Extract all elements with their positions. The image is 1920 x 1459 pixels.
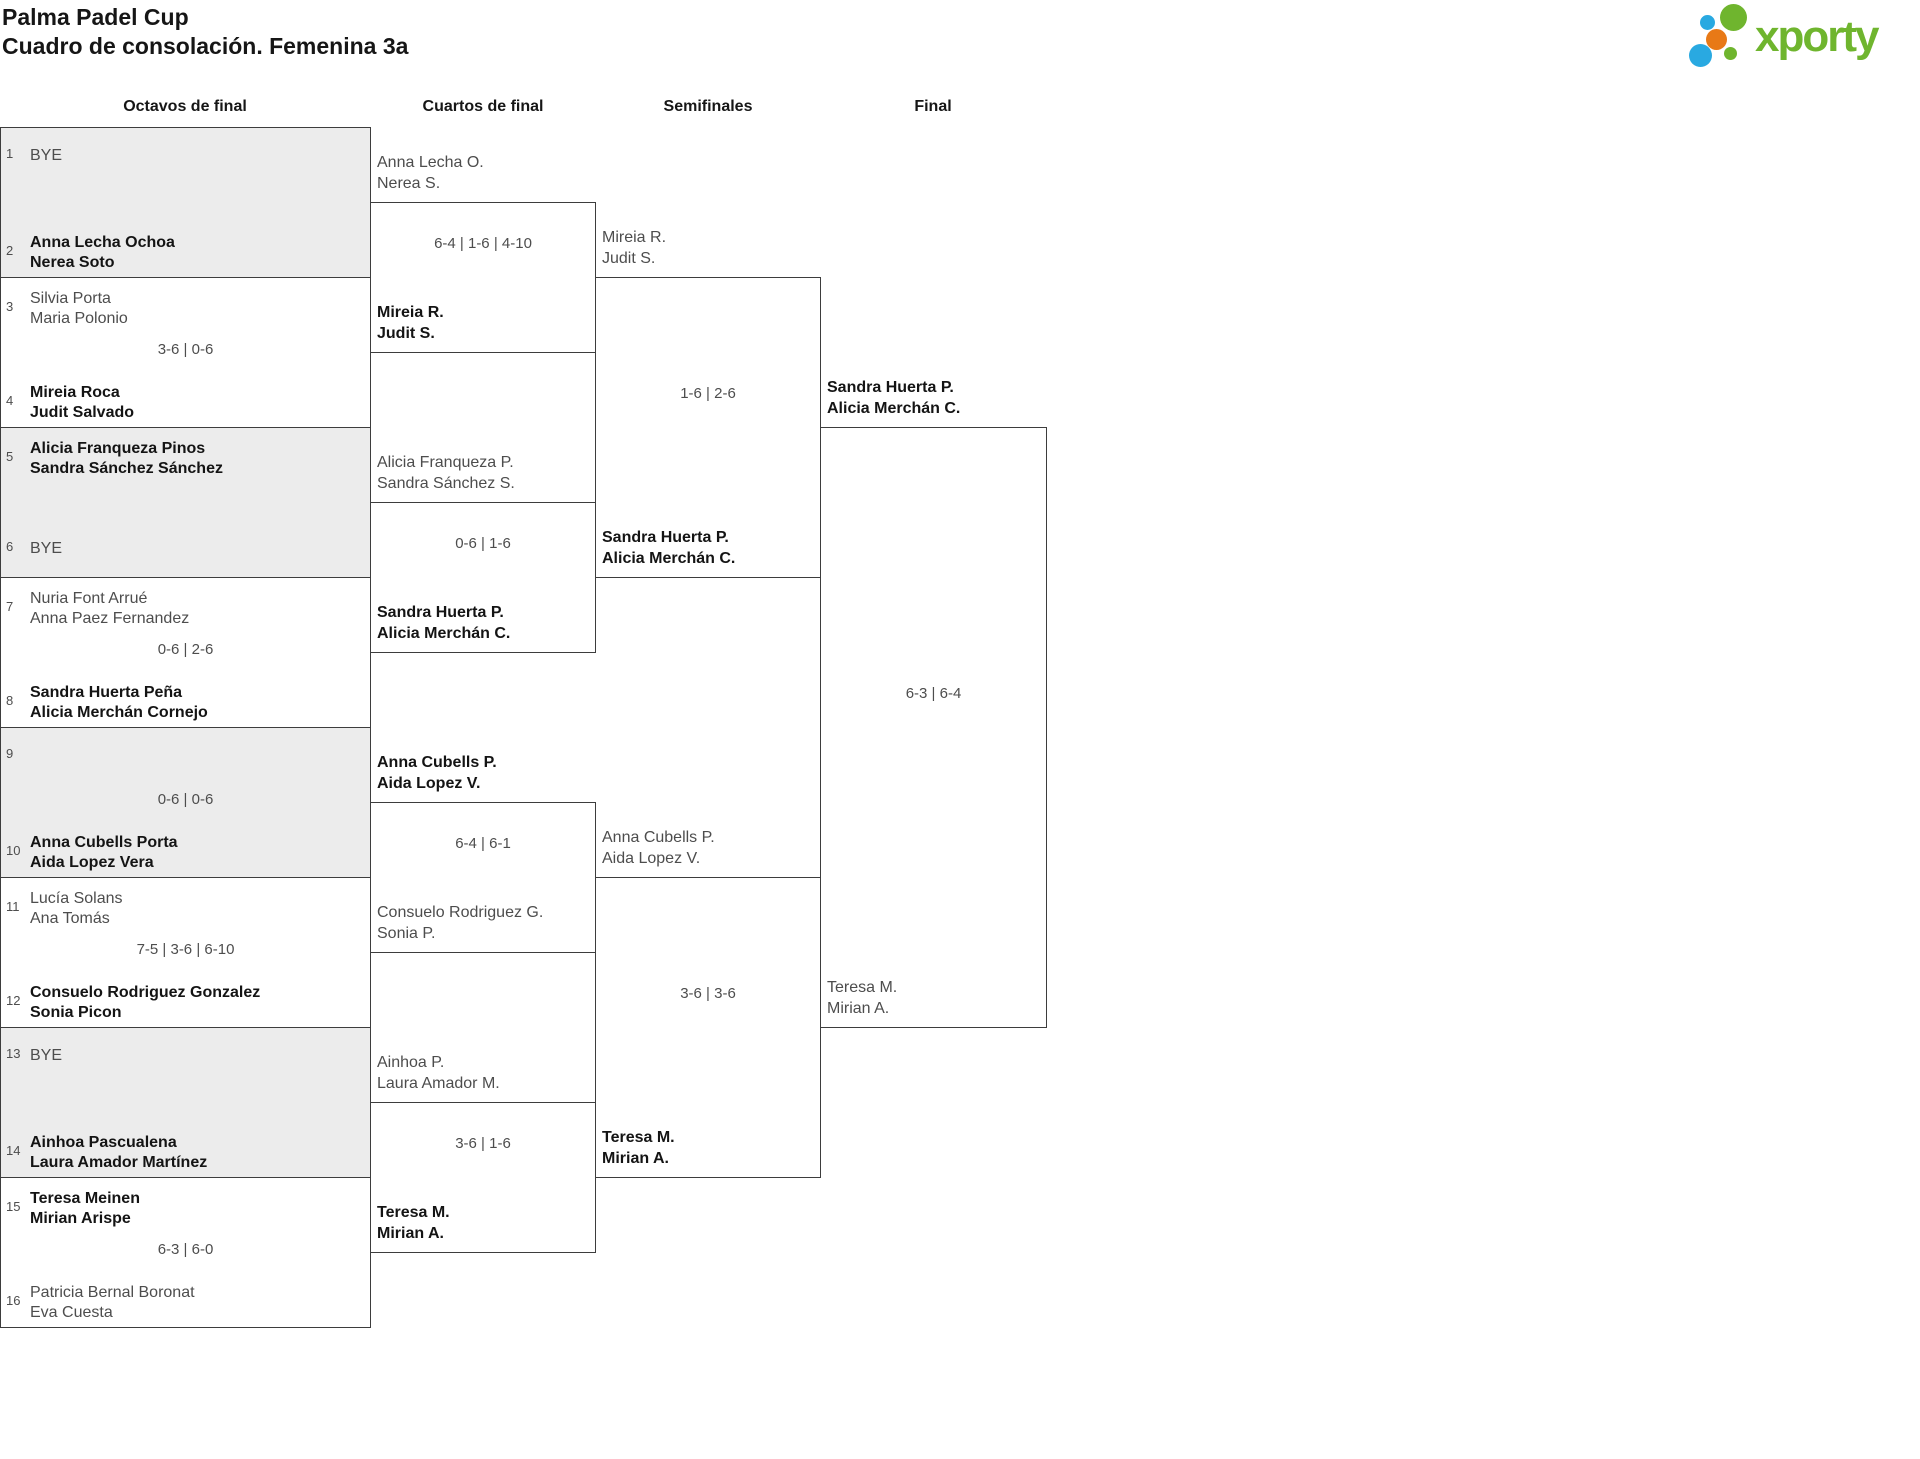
round-header-final: Final: [914, 98, 952, 115]
team-name: Anna Lecha Ochoa Nerea Soto: [30, 234, 175, 271]
seed-number: 4: [6, 393, 14, 408]
team-name: Ainhoa P. Laura Amador M.: [377, 1054, 500, 1092]
match-box-qf-1: [370, 202, 596, 353]
match-box-final: [820, 427, 1047, 1028]
match-box-r16-7: [0, 1027, 371, 1178]
team-name: Mireia Roca Judit Salvado: [30, 384, 135, 421]
team-name: BYE: [30, 540, 63, 557]
match-box-r16-8: [0, 1177, 371, 1328]
page-title: Palma Padel Cup Cuadro de consolación. F…: [2, 3, 408, 61]
seed-number: 8: [6, 693, 14, 708]
match-score: 0-6 | 1-6: [455, 535, 511, 552]
seed-number: 2: [6, 243, 14, 258]
match-score: 6-3 | 6-4: [905, 685, 962, 702]
seed-number: 1: [6, 146, 14, 161]
team-name: Sandra Huerta P. Alicia Merchán C.: [377, 604, 511, 642]
match-box-qf-2: [370, 502, 596, 653]
team-name: Nuria Font Arrué Anna Paez Fernandez: [30, 590, 190, 627]
round-header-semifinales: Semifinales: [663, 98, 753, 115]
round-header-octavos: Octavos de final: [123, 98, 247, 115]
team-name: Anna Lecha O. Nerea S.: [377, 154, 484, 192]
team-name: Anna Cubells P. Aida Lopez V.: [602, 829, 715, 867]
draw-subtitle: Cuadro de consolación. Femenina 3a: [2, 33, 409, 59]
logo-dot-blue-large: [1689, 44, 1712, 67]
seed-number: 7: [6, 599, 14, 614]
seed-number: 3: [6, 299, 14, 314]
team-name: Teresa M. Mirian A.: [377, 1204, 450, 1242]
match-score: 7-5 | 3-6 | 6-10: [136, 941, 235, 958]
seed-number: 16: [6, 1293, 21, 1308]
team-name: BYE: [30, 147, 63, 164]
seed-number: 9: [6, 746, 14, 761]
match-score: 0-6 | 2-6: [157, 641, 214, 658]
seed-number: 15: [6, 1199, 21, 1214]
team-name: Sandra Huerta P. Alicia Merchán C.: [602, 529, 736, 567]
match-box-r16-6: [0, 877, 371, 1028]
match-box-sf-2: [595, 877, 821, 1178]
match-score: 3-6 | 0-6: [157, 341, 214, 358]
seed-number: 13: [6, 1046, 21, 1061]
team-name: Mireia R. Judit S.: [377, 304, 444, 342]
team-name: Alicia Franqueza Pinos Sandra Sánchez Sá…: [30, 440, 223, 477]
team-name: Sandra Huerta Peña Alicia Merchán Cornej…: [30, 684, 208, 721]
seed-number: 10: [6, 843, 21, 858]
match-box-r16-5: [0, 727, 371, 878]
tournament-name: Palma Padel Cup: [2, 4, 189, 30]
team-name: Teresa M. Mirian A.: [827, 979, 898, 1017]
match-score: 6-4 | 1-6 | 4-10: [434, 235, 532, 252]
team-name: Consuelo Rodriguez Gonzalez Sonia Picon: [30, 984, 261, 1021]
seed-number: 12: [6, 993, 21, 1008]
team-name: Lucía Solans Ana Tomás: [30, 890, 123, 927]
match-score: 6-4 | 6-1: [455, 835, 511, 852]
team-name: Ainhoa Pascualena Laura Amador Martínez: [30, 1134, 208, 1171]
team-name: Consuelo Rodriguez G. Sonia P.: [377, 904, 544, 942]
match-score: 0-6 | 0-6: [157, 791, 214, 808]
match-score: 3-6 | 3-6: [680, 985, 736, 1002]
match-score: 6-3 | 6-0: [157, 1241, 214, 1258]
logo-dot-blue-small: [1700, 15, 1715, 30]
team-name: Anna Cubells Porta Aida Lopez Vera: [30, 834, 178, 871]
match-score: 1-6 | 2-6: [680, 385, 736, 402]
team-name: Alicia Franqueza P. Sandra Sánchez S.: [377, 454, 515, 492]
match-box-r16-2: [0, 277, 371, 428]
team-name: BYE: [30, 1047, 63, 1064]
team-name: Anna Cubells P. Aida Lopez V.: [377, 754, 497, 792]
team-name: Patricia Bernal Boronat Eva Cuesta: [30, 1284, 195, 1321]
logo-dot-green-large: [1720, 4, 1747, 31]
seed-number: 11: [6, 899, 20, 914]
team-name: Teresa Meinen Mirian Arispe: [30, 1190, 140, 1227]
match-box-r16-4: [0, 577, 371, 728]
team-name: Mireia R. Judit S.: [602, 229, 667, 267]
seed-number: 6: [6, 539, 14, 554]
seed-number: 14: [6, 1143, 21, 1158]
logo-dot-green-small: [1724, 47, 1737, 60]
logo-dot-orange: [1706, 29, 1727, 50]
match-score: 3-6 | 1-6: [455, 1135, 511, 1152]
seed-number: 5: [6, 449, 14, 464]
team-name: Silvia Porta Maria Polonio: [30, 290, 128, 327]
match-box-r16-1: [0, 127, 371, 278]
match-box-qf-4: [370, 1102, 596, 1253]
team-name: Sandra Huerta P. Alicia Merchán C.: [827, 379, 961, 417]
logo-wordmark: xporty: [1755, 12, 1879, 61]
match-box-sf-1: [595, 277, 821, 578]
round-header-cuartos: Cuartos de final: [422, 98, 544, 115]
xporty-logo[interactable]: xporty: [1680, 0, 1920, 80]
team-name: Teresa M. Mirian A.: [602, 1129, 675, 1167]
